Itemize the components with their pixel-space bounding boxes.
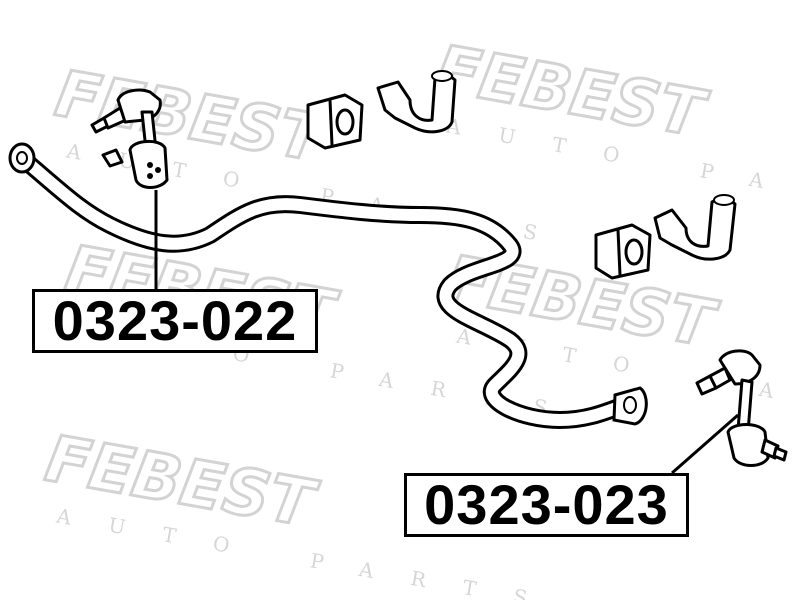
bushing-left xyxy=(306,93,364,150)
bracket-left xyxy=(376,70,457,134)
part-number-label-left: 0323-022 xyxy=(32,289,318,353)
bushing-right xyxy=(594,223,652,280)
stabilizer-bar xyxy=(8,142,648,429)
part-number-label-right: 0323-023 xyxy=(404,473,689,537)
leader-line-right xyxy=(671,413,739,475)
bracket-right xyxy=(653,194,737,261)
stabilizer-link-right xyxy=(695,349,788,467)
stabilizer-link-left xyxy=(90,88,169,189)
